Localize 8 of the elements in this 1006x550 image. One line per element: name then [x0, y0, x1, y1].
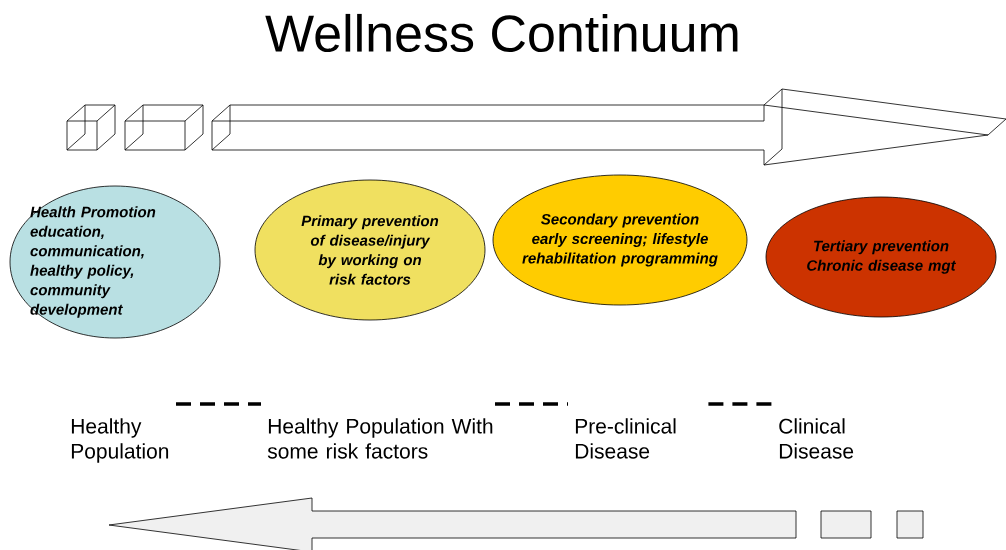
dashed-line: [708, 402, 772, 406]
dashed-line: [495, 402, 568, 406]
stage-label: Clinical Disease: [779, 418, 854, 459]
dashed-line: [176, 402, 261, 406]
stage-label: Healthy Population: [71, 418, 169, 463]
stage-label: Pre-clinical Disease: [575, 418, 676, 459]
title: Wellness Continuum: [265, 13, 738, 53]
stage-label: Healthy Population With some risk factors: [267, 418, 493, 459]
